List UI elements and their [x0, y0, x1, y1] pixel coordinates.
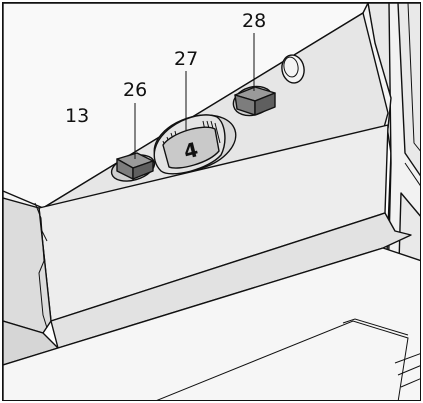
- tray-inner-line-2: [342, 318, 409, 336]
- tray-rim-3: [400, 378, 420, 388]
- left-button-side: [132, 160, 154, 180]
- small-hole: [281, 54, 305, 84]
- dial-front-face: [162, 126, 220, 169]
- small-hole-inner: [283, 56, 299, 78]
- left-curved-edge: [34, 202, 48, 329]
- selector-dial[interactable]: 4: [153, 114, 226, 175]
- callout-dial: 27: [174, 48, 198, 70]
- callout-right-button: 28: [242, 10, 266, 32]
- right-button-side: [254, 92, 276, 116]
- right-push-button[interactable]: [234, 86, 276, 116]
- tray-rim-2: [397, 365, 420, 376]
- dial-setting-number: 4: [181, 137, 200, 164]
- bottom-tray: [3, 247, 420, 400]
- callout-left-button: 26: [123, 79, 147, 101]
- right-edge-strip-2: [404, 162, 420, 186]
- right-edge-strip: [407, 3, 420, 152]
- left-push-button[interactable]: [116, 152, 154, 180]
- tray-inner-line: [156, 320, 409, 400]
- left-curved-edge-2: [40, 228, 48, 242]
- callout-housing: 13: [65, 105, 89, 127]
- device-illustration: 4 13 26 27 28: [3, 3, 420, 400]
- tray-rim: [394, 353, 420, 364]
